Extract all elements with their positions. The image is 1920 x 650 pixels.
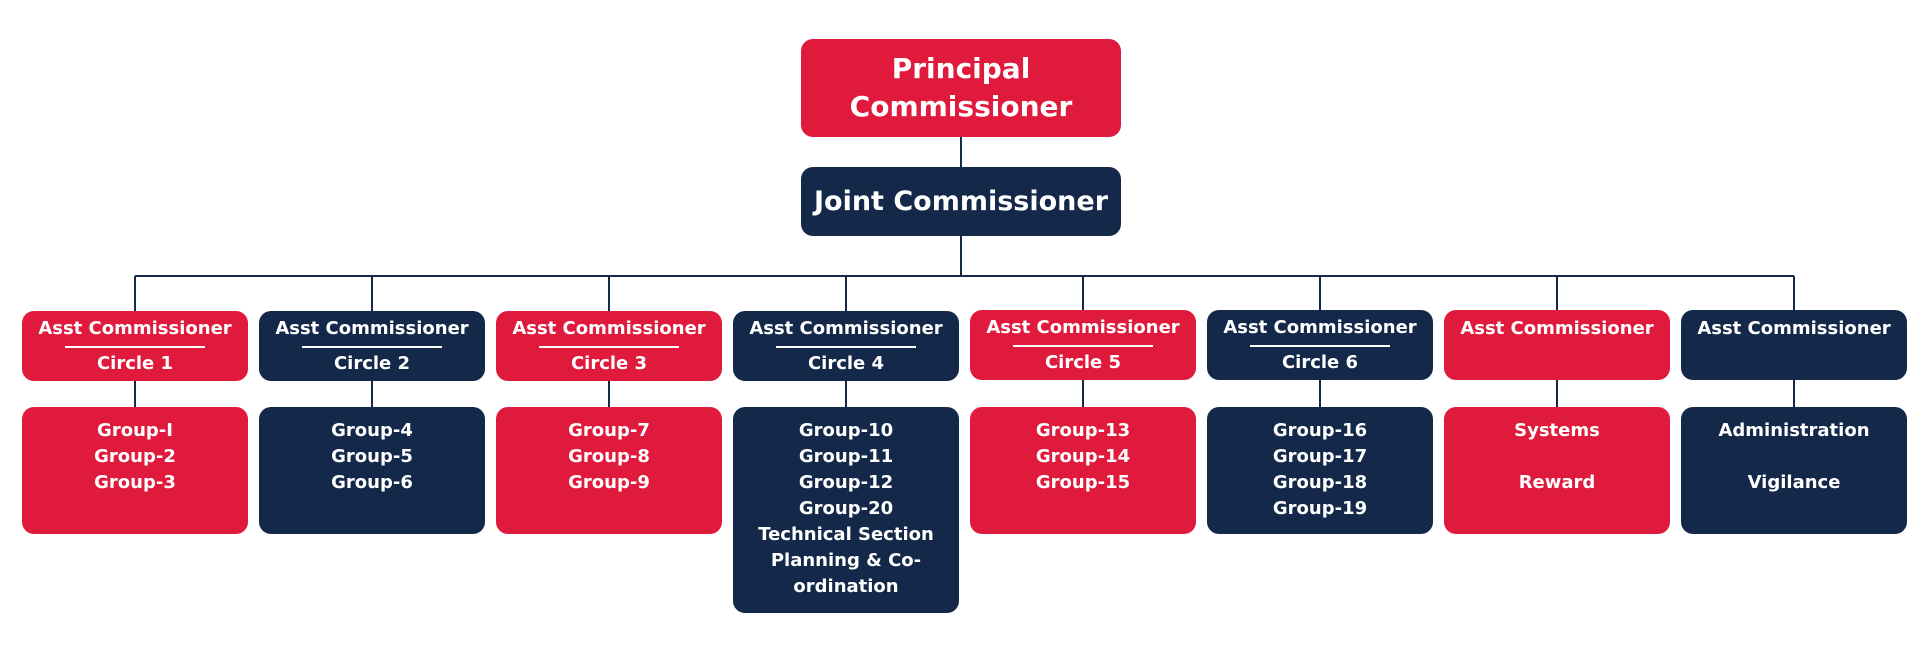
group-item: Group-11	[798, 446, 894, 467]
group-item: Planning & Co-ordination	[770, 550, 922, 597]
group-item: Group-13	[1035, 420, 1131, 441]
asst-commissioner-title: Asst Commissioner	[38, 317, 232, 339]
group-item: Group-4	[331, 420, 413, 441]
circle-label: Circle 5	[1044, 351, 1122, 373]
title-divider	[1013, 344, 1153, 347]
joint-commissioner-box: Joint Commissioner	[801, 167, 1121, 236]
group-item: Group-19	[1272, 498, 1368, 519]
group-item: Reward	[1518, 472, 1596, 493]
circle-label: Circle 1	[96, 352, 174, 374]
principal-commissioner-label: Principal Commissioner	[849, 52, 1073, 123]
group-item: Group-7	[568, 420, 650, 441]
group-item: Group-6	[331, 472, 413, 493]
group-item: Group-14	[1035, 446, 1131, 467]
group-item: Technical Section	[758, 524, 934, 545]
asst-commissioner-title: Asst Commissioner	[1697, 318, 1891, 339]
asst-commissioner-title: Asst Commissioner	[512, 317, 706, 339]
asst-commissioner-title: Asst Commissioner	[1223, 316, 1417, 338]
group-item: Group-18	[1272, 472, 1368, 493]
asst-commissioner-box-8: Asst Commissioner	[1681, 310, 1907, 380]
asst-commissioner-title: Asst Commissioner	[1460, 318, 1654, 339]
group-item: Group-3	[94, 472, 176, 493]
circle-label: Circle 2	[333, 352, 411, 374]
title-divider	[776, 345, 916, 348]
group-item: Group-20	[798, 498, 894, 519]
group-item: Systems	[1514, 420, 1600, 441]
asst-commissioner-title: Asst Commissioner	[749, 317, 943, 339]
group-item: Group-15	[1035, 472, 1131, 493]
asst-commissioner-title: Asst Commissioner	[275, 317, 469, 339]
group-item: Group-5	[331, 446, 413, 467]
group-item: Administration	[1718, 420, 1870, 441]
group-item: Group-8	[568, 446, 650, 467]
joint-commissioner-label: Joint Commissioner	[813, 186, 1109, 217]
group-item: Group-12	[798, 472, 894, 493]
circle-label: Circle 6	[1281, 351, 1359, 373]
group-item: Group-10	[798, 420, 894, 441]
circle-label: Circle 4	[807, 352, 885, 374]
group-item: Group-16	[1272, 420, 1368, 441]
group-item: Group-9	[568, 472, 650, 493]
group-item: Group-2	[94, 446, 176, 467]
group-item: Group-I	[97, 420, 173, 441]
title-divider	[302, 345, 442, 348]
title-divider	[539, 345, 679, 348]
group-item: Vigilance	[1747, 472, 1841, 493]
principal-commissioner-box: Principal Commissioner	[801, 39, 1121, 137]
title-divider	[65, 345, 205, 348]
title-divider	[1250, 344, 1390, 347]
asst-commissioner-box-7: Asst Commissioner	[1444, 310, 1670, 380]
group-item: Group-17	[1272, 446, 1368, 467]
asst-commissioner-title: Asst Commissioner	[986, 316, 1180, 338]
circle-label: Circle 3	[570, 352, 648, 374]
